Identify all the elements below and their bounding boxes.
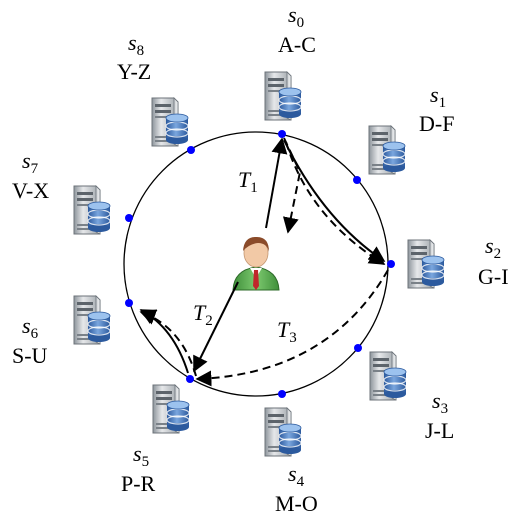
ring-node-s3	[354, 344, 362, 352]
t1-reply-dashed-arrow	[285, 141, 386, 265]
server-range: Y-Z	[117, 59, 151, 84]
user-icon	[232, 236, 280, 291]
server-range: J-L	[425, 418, 454, 443]
server-database-icon	[369, 351, 407, 401]
server-labels: s0 A-C s1 D-F s2 G-I s3 J-L s4 M-O s5 P-…	[12, 2, 509, 516]
server-name: s5	[133, 441, 149, 470]
server-range: A-C	[278, 32, 316, 57]
server-database-icon	[73, 295, 111, 345]
t1-request-arrow	[265, 137, 288, 229]
server-database-icon	[152, 384, 190, 434]
server-database-icon	[407, 239, 445, 289]
server-name: s2	[485, 233, 501, 262]
transaction-labels: T1 T2 T3	[193, 167, 297, 346]
server-name: s8	[128, 30, 144, 59]
server-database-icon	[151, 97, 189, 147]
server-range: M-O	[275, 491, 318, 516]
transaction-label-t1: T1	[238, 167, 258, 196]
ring-node-s4	[278, 390, 286, 398]
t2-reply-dashed-arrow	[139, 309, 197, 377]
server-range: S-U	[12, 343, 48, 368]
server-database-icon	[264, 71, 302, 121]
t1-read-dashed-arrow	[282, 137, 302, 234]
server-name: s6	[22, 313, 39, 342]
server-range: G-I	[478, 264, 509, 289]
server-range: V-X	[12, 178, 49, 203]
transaction-arrows	[139, 137, 389, 387]
server-name: s1	[430, 82, 446, 111]
server-range: D-F	[419, 111, 454, 136]
server-name: s0	[288, 2, 304, 31]
ring-node-s7	[125, 214, 133, 222]
transaction-label-t3: T3	[277, 317, 297, 346]
t2-forward-arrow	[139, 309, 189, 374]
ring-node-s0	[278, 130, 286, 138]
server-database-icon	[264, 407, 302, 457]
server-name: s3	[432, 388, 448, 417]
ring-node-s1	[353, 176, 361, 184]
t2-request-arrow	[193, 281, 239, 373]
server-database-icon	[73, 185, 111, 235]
server-database-icon	[368, 125, 406, 175]
ring-nodes	[125, 130, 395, 398]
server-range: P-R	[121, 471, 156, 496]
t3-dashed-arrow	[195, 269, 389, 387]
transaction-label-t2: T2	[193, 300, 213, 329]
server-name: s4	[288, 461, 305, 490]
server-name: s7	[22, 148, 39, 177]
ring-node-s8	[187, 146, 195, 154]
ring-node-s2	[387, 260, 395, 268]
ring-node-s5	[186, 375, 194, 383]
ring-node-s6	[125, 299, 133, 307]
